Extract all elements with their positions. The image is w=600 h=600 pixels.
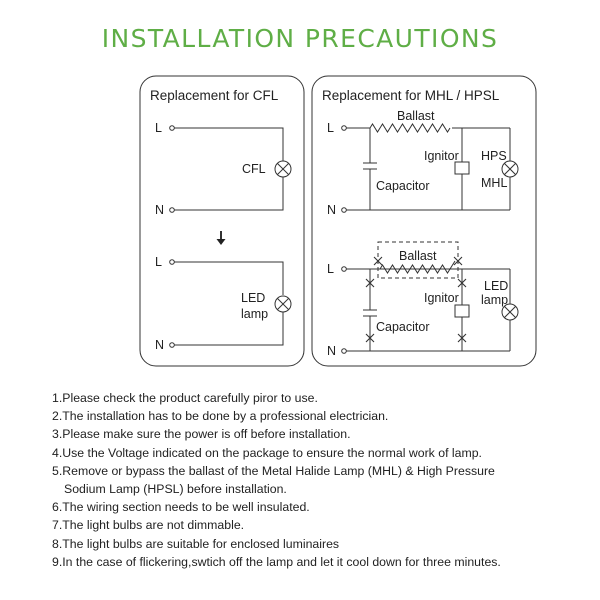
cfl-lamp-label: CFL bbox=[242, 162, 266, 176]
mhl-panel-frame bbox=[311, 75, 537, 367]
led-lamp-label: LED bbox=[484, 279, 508, 293]
line-terminal-label: L bbox=[155, 121, 162, 135]
precaution-item: 3.Please make sure the power is off befo… bbox=[52, 427, 351, 442]
ignitor-icon bbox=[454, 304, 470, 318]
ballast-label: Ballast bbox=[399, 249, 437, 263]
ballast-coil-icon bbox=[369, 123, 451, 133]
page-title: INSTALLATION PRECAUTIONS bbox=[101, 24, 499, 53]
precautions-list: 1.Please check the product carefully pir… bbox=[52, 389, 592, 571]
capacitor-label: Capacitor bbox=[376, 320, 430, 334]
precaution-item-continuation: Sodium Lamp (HPSL) before installation. bbox=[64, 482, 287, 497]
precaution-item: 2.The installation has to be done by a p… bbox=[52, 409, 389, 424]
precaution-item: 1.Please check the product carefully pir… bbox=[52, 391, 318, 405]
hps-lamp-icon bbox=[501, 160, 519, 178]
led-lamp-icon bbox=[274, 295, 292, 313]
line-terminal-label: L bbox=[327, 121, 334, 135]
mhl-bottom-circuit bbox=[341, 241, 519, 354]
hps-lamp-label: HPS bbox=[481, 149, 507, 163]
precaution-item: 8.The light bulbs are suitable for enclo… bbox=[52, 536, 340, 551]
cut-mark-icon bbox=[365, 256, 467, 343]
cfl-panel-frame bbox=[139, 75, 305, 367]
precaution-item: 4.Use the Voltage indicated on the packa… bbox=[52, 445, 482, 460]
precaution-item: 6.The wiring section needs to be well in… bbox=[52, 500, 310, 515]
led-lamp-label: lamp bbox=[241, 307, 268, 321]
line-terminal-label: L bbox=[155, 255, 162, 269]
precaution-item: 7.The light bulbs are not dimmable. bbox=[52, 518, 245, 533]
ignitor-label: Ignitor bbox=[424, 291, 459, 305]
mhl-lamp-label: MHL bbox=[481, 176, 507, 190]
neutral-terminal-label: N bbox=[327, 344, 336, 358]
capacitor-label: Capacitor bbox=[376, 179, 430, 193]
cfl-top-circuit bbox=[169, 125, 292, 213]
ignitor-label: Ignitor bbox=[424, 149, 459, 163]
cfl-bottom-circuit bbox=[169, 259, 292, 348]
mhl-top-circuit bbox=[341, 123, 519, 213]
led-lamp-icon bbox=[501, 303, 519, 321]
precaution-item: 5.Remove or bypass the ballast of the Me… bbox=[52, 463, 495, 478]
led-lamp-label: lamp bbox=[481, 293, 508, 307]
led-lamp-label: LED bbox=[241, 291, 265, 305]
precaution-item: 9.In the case of flickering,swtich off t… bbox=[52, 554, 501, 569]
neutral-terminal-label: N bbox=[155, 203, 164, 217]
ignitor-icon bbox=[454, 161, 470, 175]
mhl-panel-heading: Replacement for MHL / HPSL bbox=[322, 88, 500, 103]
cfl-panel-heading: Replacement for CFL bbox=[150, 88, 279, 103]
ballast-label: Ballast bbox=[397, 109, 435, 123]
neutral-terminal-label: N bbox=[155, 338, 164, 352]
ballast-coil-icon bbox=[379, 260, 456, 274]
down-arrow-icon bbox=[216, 231, 226, 245]
line-terminal-label: L bbox=[327, 262, 334, 276]
bypass-box bbox=[377, 241, 459, 279]
cfl-lamp-icon bbox=[274, 160, 292, 178]
neutral-terminal-label: N bbox=[327, 203, 336, 217]
